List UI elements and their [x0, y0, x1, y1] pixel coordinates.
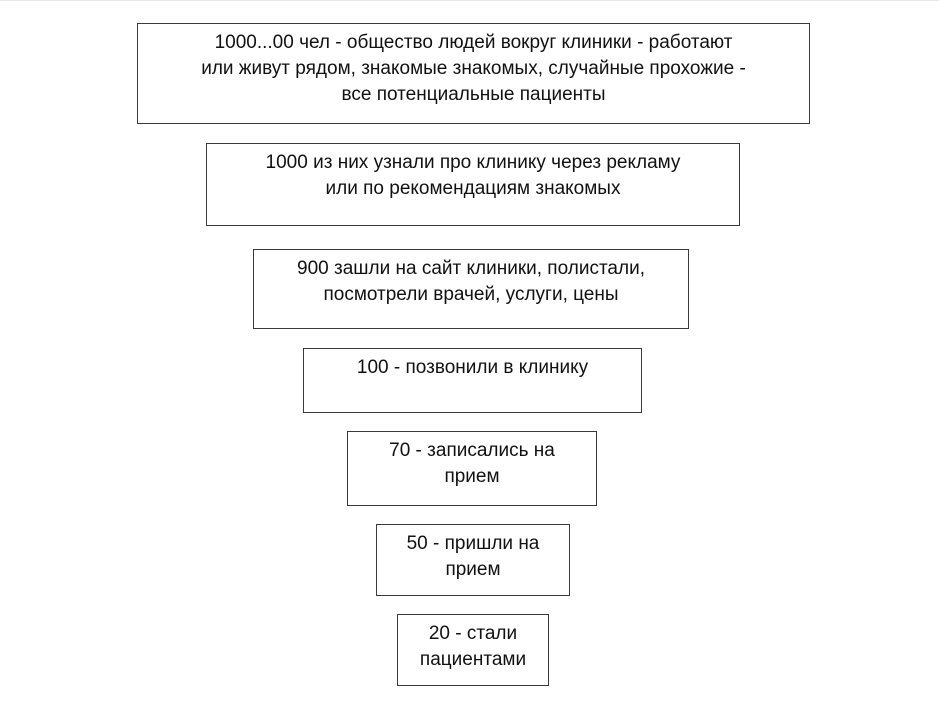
funnel-stage-visited-site: 900 зашли на сайт клиники, полистали, по… [253, 249, 689, 329]
funnel-stage-learned: 1000 из них узнали про клинику через рек… [206, 143, 740, 226]
funnel-stage-booked: 70 - записались на прием [347, 431, 597, 506]
funnel-stage-called: 100 - позвонили в клинику [303, 348, 642, 413]
funnel-stage-came: 50 - пришли на прием [376, 524, 570, 596]
funnel-stage-all-people: 1000...00 чел - общество людей вокруг кл… [137, 23, 810, 124]
funnel-stage-became-patients: 20 - стали пациентами [397, 614, 549, 686]
